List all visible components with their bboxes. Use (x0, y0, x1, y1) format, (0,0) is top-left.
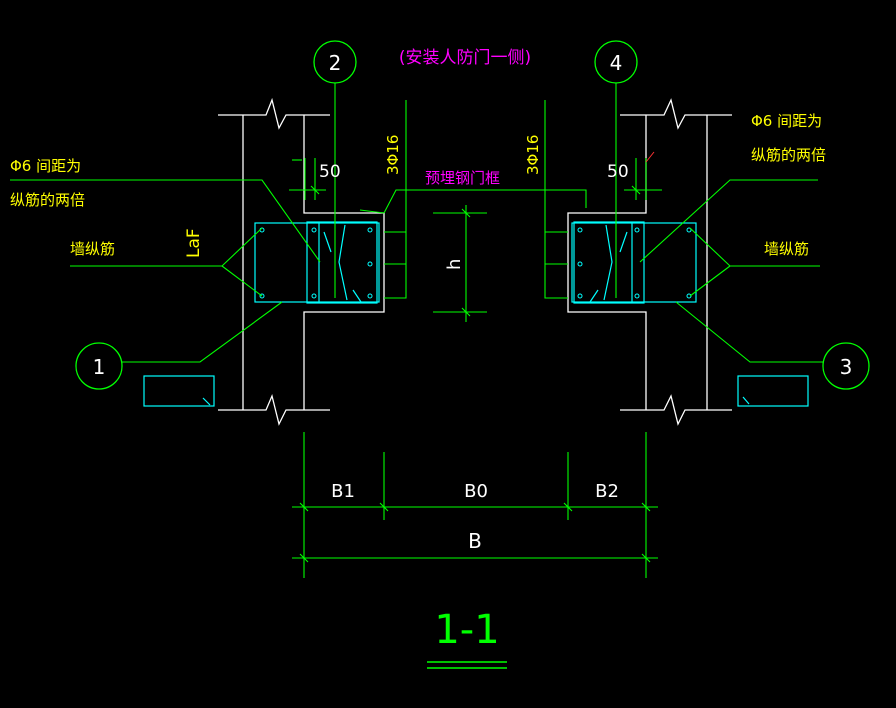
axis-bubble-1: 1 (75, 342, 123, 390)
dimension-b2: B2 (595, 481, 619, 502)
right-bars-label: 3Φ16 (524, 135, 542, 175)
left-bars-label: 3Φ16 (384, 135, 402, 175)
right-wall-rebar-label: 墙纵筋 (764, 240, 809, 258)
embedded-frame-label: 预埋钢门框 (425, 169, 500, 187)
axis-label-2: 2 (329, 51, 342, 75)
left-wall-rebar-label: 墙纵筋 (70, 240, 115, 258)
left-tag-box (143, 375, 215, 407)
dimension-b0: B0 (464, 481, 488, 502)
door-side-note: (安装人防门一侧) (399, 48, 531, 68)
right-stirrup-note-line1: Φ6 间距为 (751, 112, 822, 130)
left-column-stirrup (306, 221, 378, 304)
right-wall-stirrup (571, 222, 697, 303)
laf-label: LaF (184, 228, 204, 258)
left-stirrup-note-line2: 纵筋的两倍 (10, 191, 85, 209)
left-50-dimension: 50 (319, 162, 341, 182)
section-title: 1-1 (434, 607, 499, 653)
leader-lines (10, 83, 823, 363)
right-tag-box (737, 375, 809, 407)
left-stirrup-note-line1: Φ6 间距为 (10, 157, 81, 175)
right-rebar-dots (577, 227, 692, 299)
axis-bubble-3: 3 (822, 342, 870, 390)
axis-label-1: 1 (93, 355, 106, 379)
axis-label-3: 3 (840, 355, 853, 379)
h-dimension-label: h (444, 259, 465, 270)
red-tick-mark (645, 151, 655, 163)
right-rebar-cage (571, 221, 697, 304)
axis-label-4: 4 (610, 51, 623, 75)
left-rebar-cage (254, 221, 380, 304)
left-wall-outline (218, 97, 385, 426)
right-50-dimension: 50 (607, 162, 629, 182)
left-wall-stirrup (254, 222, 380, 303)
dimension-b1: B1 (331, 481, 355, 502)
bottom-dimension-lines (292, 432, 658, 578)
right-stirrup-note-line2: 纵筋的两倍 (751, 146, 826, 164)
right-column-stirrup (573, 221, 645, 304)
dimension-b: B (468, 529, 482, 553)
